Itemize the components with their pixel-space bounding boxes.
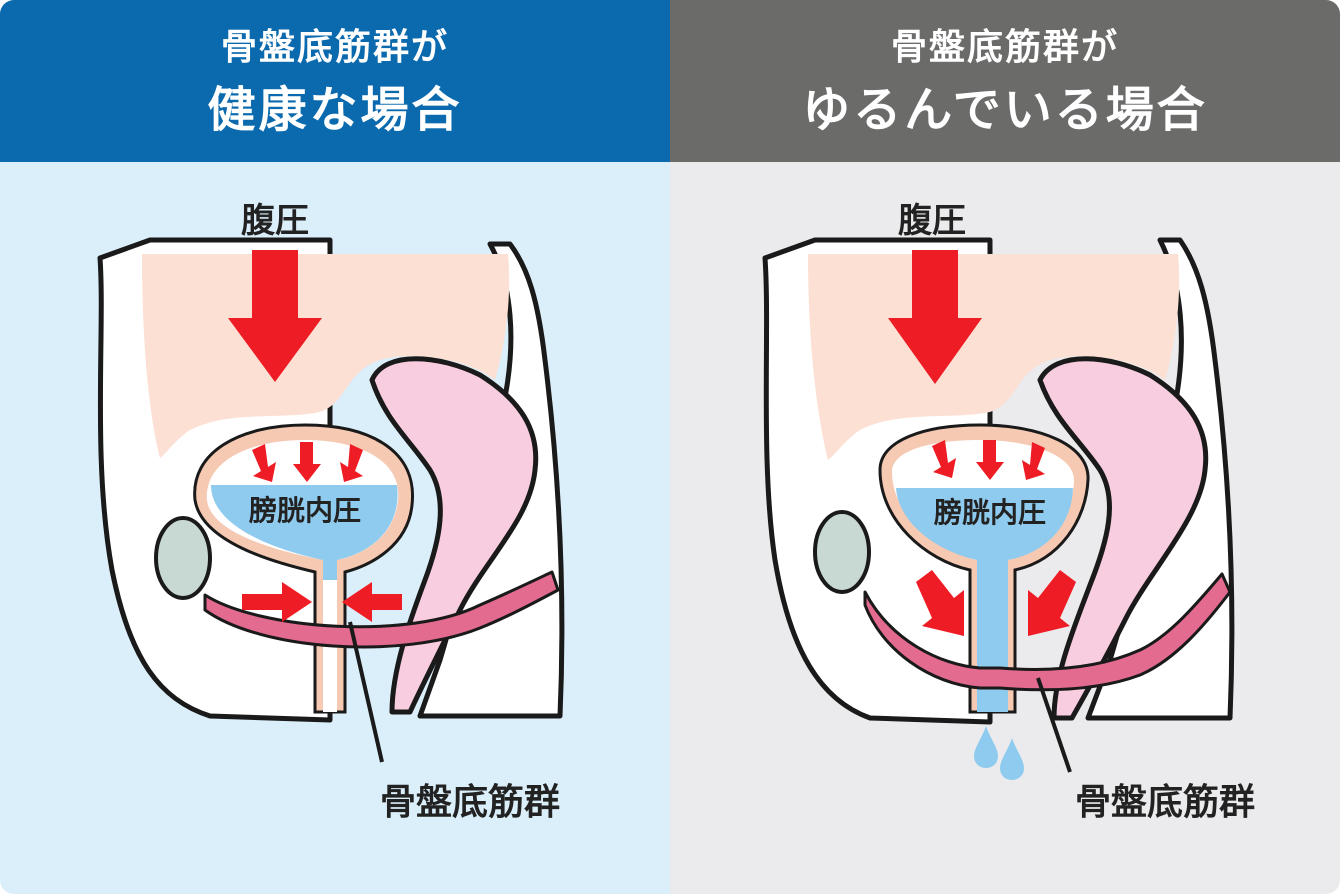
urine	[211, 485, 398, 580]
pubic-bone	[154, 516, 212, 600]
healthy-pelvis-illustration: 腹圧 膀胱内圧 骨盤底筋群	[97, 201, 565, 823]
weak-panel: 骨盤底筋群が ゆるんでいる場合	[670, 0, 1340, 894]
healthy-abdominal-label: 腹圧	[241, 201, 309, 241]
urine	[896, 488, 1073, 712]
healthy-panel: 骨盤底筋群が 健康な場合	[0, 0, 670, 894]
muscle-leader-line	[348, 621, 384, 763]
bladder-pressure-arrows	[252, 442, 363, 482]
abdomen-area	[808, 254, 1180, 460]
abdominal-pressure-arrow	[888, 250, 982, 384]
muscle-leader-line	[1036, 677, 1072, 773]
healthy-title-line1: 骨盤底筋群が	[220, 27, 449, 68]
abdomen-area	[142, 254, 510, 458]
healthy-header: 骨盤底筋群が 健康な場合	[0, 0, 670, 162]
healthy-title-line2: 健康な場合	[207, 82, 463, 138]
weak-title-line2: ゆるんでいる場合	[802, 82, 1208, 138]
downward-pressure-arrows	[916, 570, 1076, 636]
pelvic-floor-muscle	[863, 572, 1232, 692]
pubic-bone	[813, 510, 871, 594]
weak-header: 骨盤底筋群が ゆるんでいる場合	[670, 0, 1340, 162]
weak-pelvis-illustration: 腹圧 膀胱内圧 骨盤底筋群	[762, 201, 1255, 823]
weak-title-line1: 骨盤底筋群が	[890, 27, 1119, 68]
muscle-squeeze-arrows	[242, 582, 402, 622]
healthy-bladder-label: 膀胱内圧	[248, 494, 361, 527]
weak-bladder-label: 膀胱内圧	[933, 496, 1046, 529]
weak-abdominal-label: 腹圧	[898, 201, 966, 241]
healthy-muscle-label: 骨盤底筋群	[380, 782, 560, 823]
weak-muscle-label: 骨盤底筋群	[1075, 782, 1255, 823]
bladder-pressure-arrows	[932, 440, 1045, 480]
urine-drops	[974, 726, 1024, 780]
abdominal-pressure-arrow	[228, 250, 322, 382]
